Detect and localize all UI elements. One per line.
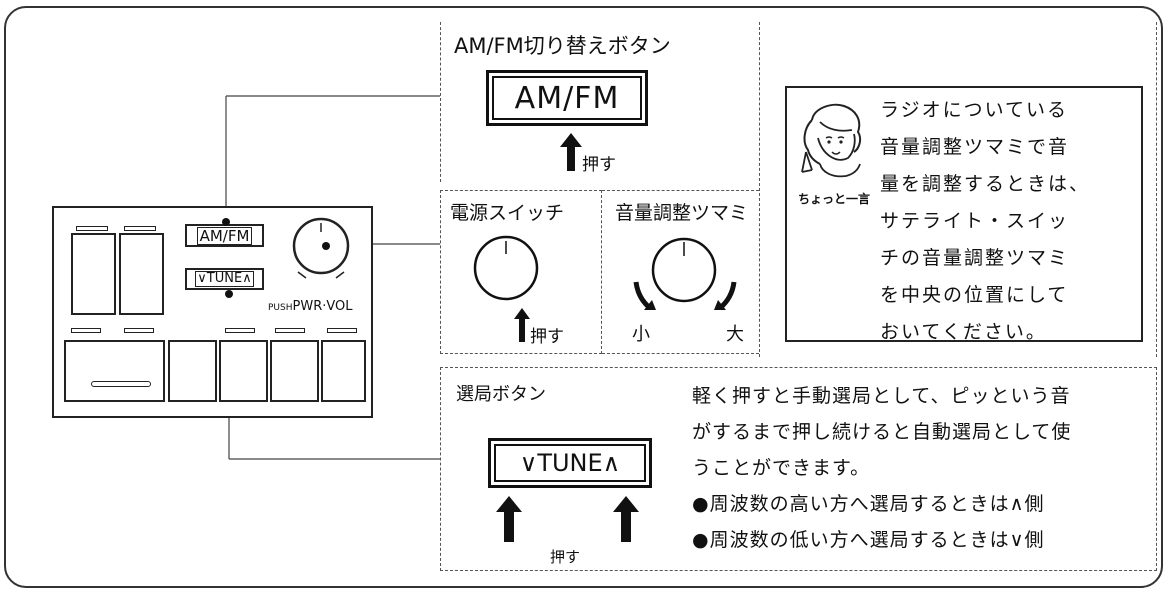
tuning-description-line: ●周波数の高い方へ選局するときは∧側 — [692, 493, 1045, 515]
volume-section — [602, 190, 759, 354]
tip-line: を中央の位置にして — [880, 284, 1069, 306]
power-push-label: 押す — [530, 327, 564, 347]
panel-button-bottom-2 — [168, 340, 217, 402]
tuning-description-line: がするまで押し続けると自動選局として使 — [692, 421, 1072, 443]
tip-line: 量を調整するときは、 — [880, 173, 1091, 195]
tuning-section — [440, 367, 1157, 571]
tuning-section-title: 選局ボタン — [456, 384, 546, 405]
panel-tune-label: ∨TUNE∧ — [195, 271, 254, 287]
volume-knob-icon — [633, 237, 737, 310]
tuning-description-line: 軽く押すと手動選局として、ピッという音 — [692, 385, 1071, 407]
tip-text: ラジオについている 音量調整ツマミで音 量を調整するときは、 サテライト・スイッ… — [880, 92, 1090, 351]
tip-section-dashed — [759, 22, 1157, 357]
tip-box — [785, 86, 1143, 342]
power-section-title: 電源スイッチ — [450, 202, 565, 224]
tune-button-label: ∨TUNE∧ — [519, 449, 621, 477]
tuning-description-line: うことができます。 — [692, 457, 871, 479]
tune-up-push-arrow-icon — [613, 496, 639, 542]
power-section — [440, 190, 602, 354]
volume-large-label: 大 — [726, 324, 744, 345]
panel-amfm-label: AM/FM — [196, 226, 253, 245]
panel-button-bottom-5 — [321, 340, 366, 402]
panel-knob-label: PUSHPWR·VOL — [268, 298, 353, 315]
tune-button: ∨TUNE∧ — [488, 438, 652, 488]
tune-down-push-arrow-icon — [496, 496, 522, 542]
panel-knob-label-pwr: PWR·VOL — [292, 299, 353, 314]
amfm-section-title: AM/FM切り替えボタン — [454, 34, 671, 58]
panel-button-bottom-4 — [270, 340, 319, 402]
amfm-push-label: 押す — [582, 155, 616, 175]
panel-button-top-2 — [119, 233, 164, 315]
power-push-arrow-icon — [514, 308, 530, 342]
tuning-description: 軽く押すと手動選局として、ピッという音 がするまで押し続けると自動選局として使 … — [692, 378, 1071, 558]
tip-line: ラジオについている — [880, 99, 1069, 121]
panel-button-bottom-1 — [64, 340, 165, 402]
panel-knob-label-push: PUSH — [268, 303, 293, 313]
tune-push-label: 押す — [550, 548, 581, 566]
knob-pointer-dot — [322, 242, 330, 250]
tip-line: サテライト・スイッ — [880, 210, 1070, 232]
panel-knob — [292, 217, 350, 279]
volume-small-label: 小 — [632, 324, 650, 345]
tip-line: おいてください。 — [880, 321, 1047, 343]
amfm-button: AM/FM — [486, 70, 648, 126]
outer-frame — [4, 6, 1163, 588]
panel-button-top-1 — [71, 233, 116, 315]
character-caption: ちょっと一言 — [798, 192, 871, 206]
panel-button-bottom-3 — [219, 340, 268, 402]
tuning-description-line: ●周波数の低い方へ選局するときは∨側 — [692, 529, 1045, 551]
panel-tune-button: ∨TUNE∧ — [185, 268, 264, 290]
amfm-button-label: AM/FM — [514, 80, 620, 116]
character-illustration-icon — [801, 103, 862, 178]
amfm-section — [440, 22, 742, 182]
amfm-push-arrow-icon — [560, 133, 582, 171]
volume-section-title: 音量調整ツマミ — [615, 202, 749, 224]
tip-line: チの音量調整ツマミ — [880, 247, 1070, 269]
tip-line: 音量調整ツマミで音 — [880, 136, 1070, 158]
power-knob-icon — [473, 235, 539, 301]
panel-amfm-button: AM/FM — [185, 224, 264, 247]
